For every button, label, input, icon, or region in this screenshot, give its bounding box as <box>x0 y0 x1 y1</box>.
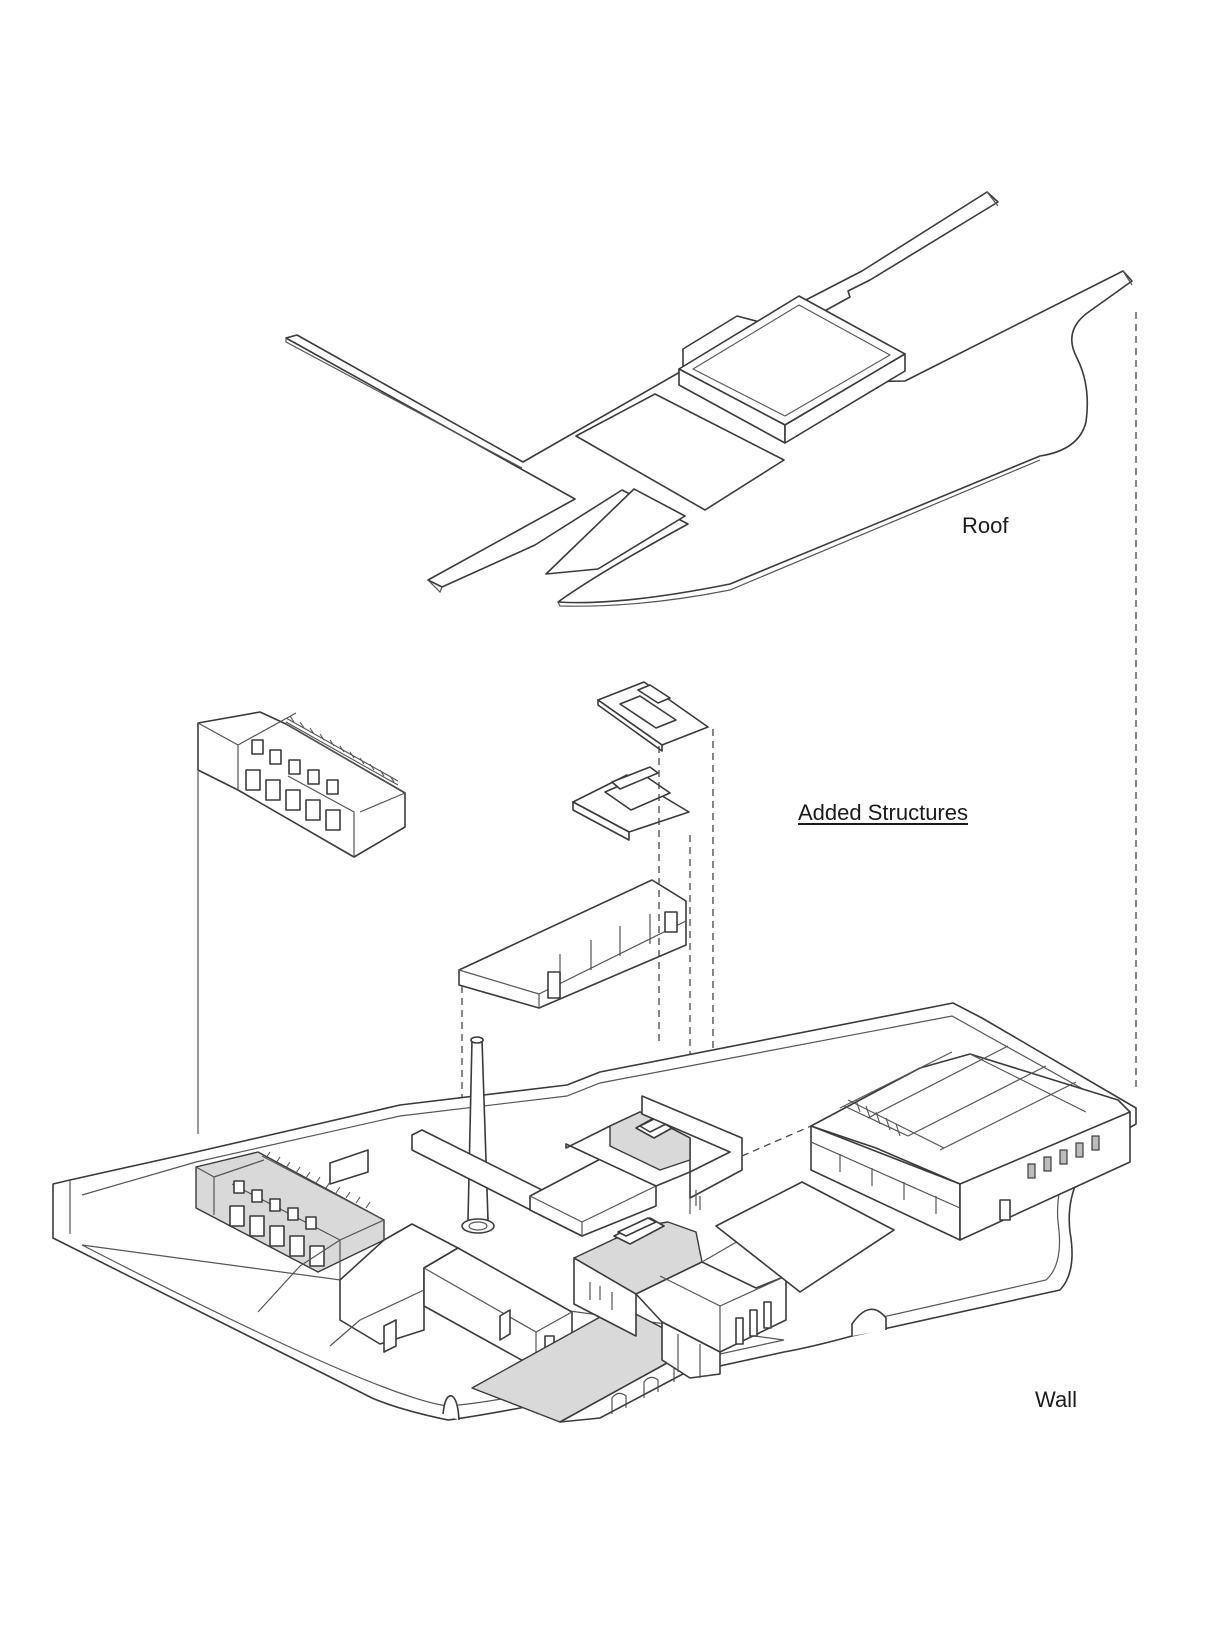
open-courtyard <box>715 1181 895 1293</box>
roof-opening-lower <box>545 488 686 575</box>
roof-lantern-side <box>784 353 906 444</box>
roof-opening-left <box>575 393 785 511</box>
wall-gate <box>329 1149 369 1185</box>
wall-arch-small <box>442 1395 460 1421</box>
added-structures-layer <box>197 681 709 1009</box>
site-wall-inner <box>69 1015 1125 1407</box>
added-structures-label: Added Structures <box>798 800 968 825</box>
wall-arch-front <box>851 1308 887 1336</box>
existing-sheds <box>257 1223 573 1369</box>
roof-plate-edge <box>285 191 1133 607</box>
roof-lantern-inner <box>692 304 891 417</box>
existing-terrace-windows <box>229 1180 325 1267</box>
added-terrace-block <box>197 711 406 858</box>
front-pavilion <box>573 1217 787 1379</box>
warehouse <box>741 1045 1131 1241</box>
roof-label: Roof <box>962 513 1009 538</box>
terrace-windows <box>245 739 341 831</box>
central-buildings <box>411 1095 743 1237</box>
added-skylight-top <box>597 681 709 752</box>
added-arcade-block <box>458 879 687 1009</box>
added-skylight-middle <box>572 766 690 841</box>
roof-layer <box>285 191 1133 607</box>
wall-label: Wall <box>1035 1387 1077 1412</box>
wall-layer <box>52 1002 1137 1423</box>
warehouse-windows <box>1027 1135 1100 1179</box>
